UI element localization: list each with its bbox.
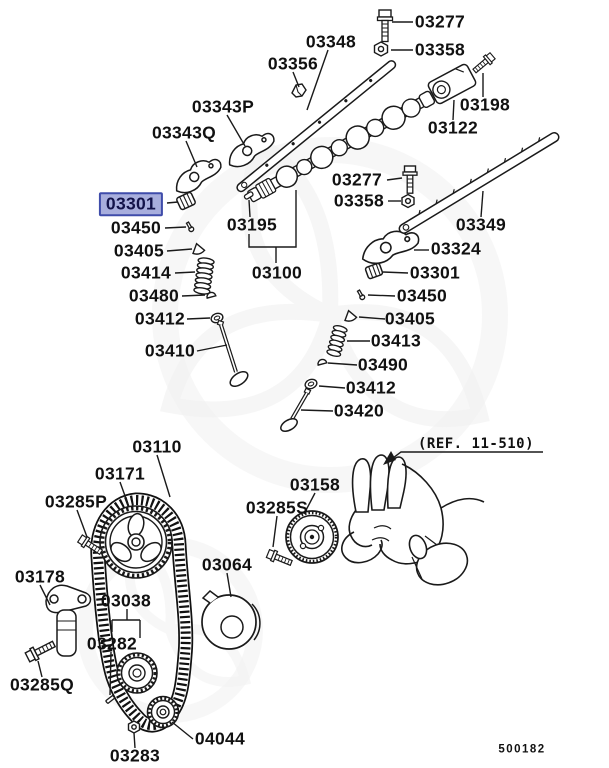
retainer-03405-right xyxy=(344,309,358,322)
key-03195 xyxy=(243,191,254,200)
bolt-03277-right xyxy=(402,165,418,194)
part-label[interactable]: 03450 xyxy=(110,217,162,238)
part-label[interactable]: 03301 xyxy=(409,262,461,283)
part-label[interactable]: 03277 xyxy=(414,11,466,32)
part-label[interactable]: 03412 xyxy=(345,377,397,398)
part-label[interactable]: 03358 xyxy=(414,39,466,60)
rocker-shaft-intake xyxy=(236,60,397,193)
camshaft-sprocket xyxy=(99,505,173,579)
part-label[interactable]: 03490 xyxy=(357,354,409,375)
rocker-arm-03343P xyxy=(221,126,280,173)
part-label[interactable]: 03450 xyxy=(396,285,448,306)
part-label[interactable]: 03038 xyxy=(100,590,152,611)
valve-03410 xyxy=(216,319,249,388)
part-label[interactable]: 03110 xyxy=(132,436,182,457)
seat-03480 xyxy=(206,291,217,299)
seat-03490 xyxy=(317,358,328,366)
part-label[interactable]: 03064 xyxy=(201,554,253,575)
clip-03356 xyxy=(291,83,307,98)
part-label[interactable]: 03420 xyxy=(333,400,385,421)
pin-03450-right xyxy=(356,289,366,301)
part-label[interactable]: 03158 xyxy=(289,474,341,495)
crankshaft-sprocket xyxy=(146,695,180,729)
nut-03358-top xyxy=(373,41,389,57)
part-label[interactable]: 03285P xyxy=(44,491,108,512)
plate-03064 xyxy=(201,590,261,650)
part-label-selected[interactable]: 03301 xyxy=(98,192,164,216)
part-label[interactable]: 03410 xyxy=(144,340,196,361)
part-label[interactable]: 03198 xyxy=(459,94,511,115)
part-label[interactable]: 03412 xyxy=(134,308,186,329)
leader-lines xyxy=(37,21,543,749)
valve-spring-03413 xyxy=(326,325,348,357)
part-label[interactable]: 03100 xyxy=(251,262,303,283)
part-label[interactable]: 03195 xyxy=(226,214,278,235)
part-label[interactable]: 03178 xyxy=(14,566,66,587)
valve-seal-03412-right xyxy=(304,378,318,390)
nut-03358-right xyxy=(401,193,415,209)
part-label[interactable]: 03480 xyxy=(128,285,180,306)
spacer-03122 xyxy=(427,63,477,105)
rocker-shaft-exhaust xyxy=(398,131,560,234)
part-label[interactable]: 03324 xyxy=(430,238,482,259)
footer-code: 500182 xyxy=(498,743,546,756)
camshaft xyxy=(247,90,436,203)
tappet-03301-left xyxy=(176,191,196,211)
part-label[interactable]: 03343Q xyxy=(151,122,217,143)
part-label[interactable]: 03414 xyxy=(120,262,172,283)
part-label[interactable]: 03348 xyxy=(305,31,357,52)
ref-note: (REF. 11-510) xyxy=(417,436,535,452)
idler-pulley xyxy=(285,510,339,564)
hand-illustration xyxy=(341,454,485,586)
rocker-arm-03343Q xyxy=(168,152,227,199)
oil-pump-sprocket xyxy=(116,652,158,694)
valve-spring-03414 xyxy=(193,257,215,295)
valve-03420 xyxy=(280,387,312,432)
part-label[interactable]: 03122 xyxy=(427,117,479,138)
spring-pin xyxy=(105,695,116,704)
part-label[interactable]: 03358 xyxy=(333,190,385,211)
rocker-arm-03324 xyxy=(356,224,423,269)
part-label[interactable]: 03343P xyxy=(191,96,255,117)
part-label[interactable]: 03285S xyxy=(245,497,309,518)
bolt-03277-top xyxy=(376,9,394,43)
part-label[interactable]: 03356 xyxy=(267,53,319,74)
part-label[interactable]: 03283 xyxy=(109,745,161,766)
part-label[interactable]: 04044 xyxy=(194,728,246,749)
part-label[interactable]: 03285Q xyxy=(9,674,75,695)
belt-tensioner xyxy=(45,584,92,657)
retainer-03405-left xyxy=(192,242,206,255)
part-label[interactable]: 03282 xyxy=(86,633,138,654)
part-label[interactable]: 03405 xyxy=(113,240,165,261)
part-label[interactable]: 03405 xyxy=(384,308,436,329)
tappet-03301-right xyxy=(364,262,384,280)
part-label[interactable]: 03413 xyxy=(370,330,422,351)
timing-belt xyxy=(90,492,194,733)
part-label[interactable]: 03277 xyxy=(331,169,383,190)
pin-03450-left xyxy=(185,221,195,233)
part-label[interactable]: 03349 xyxy=(455,214,507,235)
part-label[interactable]: 03171 xyxy=(94,463,146,484)
